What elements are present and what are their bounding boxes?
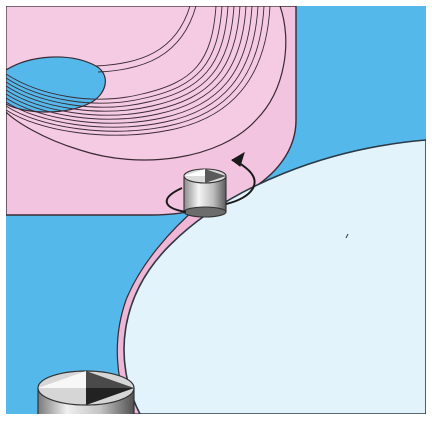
- large-roller: [37, 370, 135, 414]
- tape-roll: [6, 6, 297, 216]
- small-roller: [183, 168, 227, 218]
- tape-roll-winding-lines: [6, 6, 271, 136]
- disc-mark: [345, 233, 349, 239]
- curved-rotation-arrow-icon: [165, 151, 256, 213]
- tape-roll-top-face: [6, 6, 287, 161]
- platter-disc: [123, 139, 426, 414]
